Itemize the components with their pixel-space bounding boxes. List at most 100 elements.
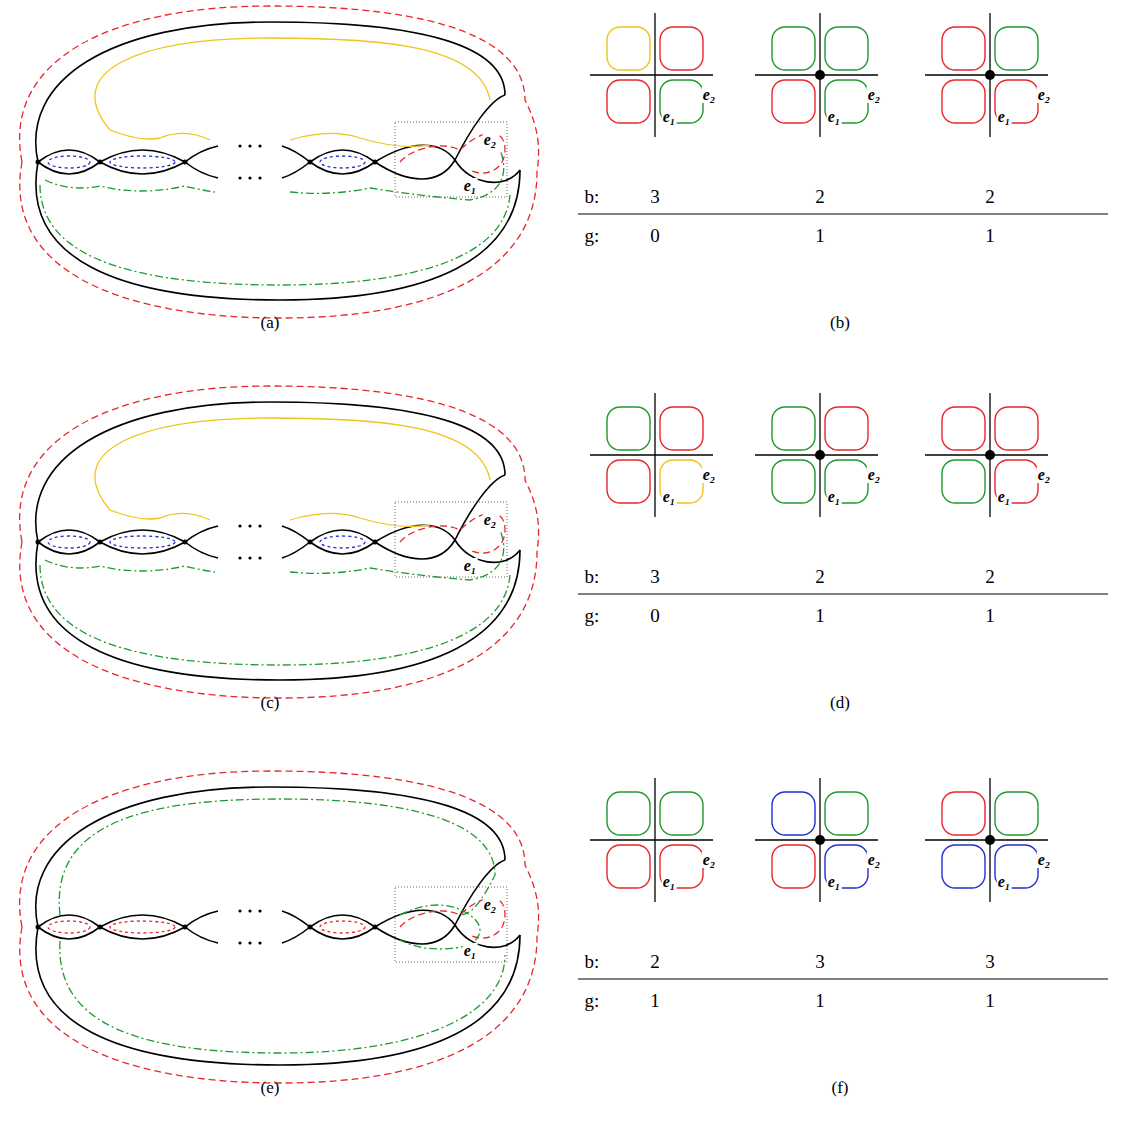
vertex [36, 160, 41, 165]
ellipsis-dot [248, 144, 251, 147]
edge-label: e₁ [662, 489, 677, 505]
boundary-loop [110, 156, 175, 168]
edge-label: e₂ [702, 852, 717, 868]
curve [375, 525, 520, 562]
vertex-dot [985, 835, 995, 845]
curve [60, 941, 505, 1053]
zoom-box [395, 122, 507, 197]
ellipsis-dot [248, 909, 251, 912]
local-picture [755, 393, 878, 517]
face-loop [660, 792, 703, 835]
edge-label: e₂ [867, 467, 882, 483]
curve [95, 418, 490, 526]
table-cell: 3 [815, 952, 825, 971]
edge-label: e₁ [463, 558, 478, 574]
curve [282, 526, 310, 558]
table-cell: 1 [985, 991, 995, 1010]
panel-caption: (c) [261, 694, 280, 711]
local-picture [590, 778, 713, 902]
vertex [36, 925, 41, 930]
face-loop [942, 845, 985, 888]
curve [375, 145, 520, 182]
curve [20, 771, 539, 1083]
curve [20, 386, 539, 698]
edge-label: e₂ [867, 87, 882, 103]
edge-label: e₂ [702, 87, 717, 103]
table-cell: b: [585, 952, 600, 971]
face-loop [942, 27, 985, 70]
edge-line [590, 454, 713, 455]
curve [185, 146, 218, 178]
table-cell: g: [585, 226, 600, 245]
edge-label: e₁ [662, 874, 677, 890]
edge-line [654, 778, 655, 902]
table-cell: 1 [650, 991, 660, 1010]
table-cell: 1 [815, 226, 825, 245]
boundary-loop [110, 921, 175, 933]
curve [282, 911, 310, 943]
vertex [183, 925, 188, 930]
boundary-loop [48, 921, 90, 933]
face-loop [660, 407, 703, 450]
panel-caption: (e) [261, 1079, 280, 1096]
panel-caption: (b) [830, 314, 850, 331]
table-rule [578, 979, 1108, 980]
surface-graph [20, 6, 539, 318]
edge-label: e₂ [867, 852, 882, 868]
table-cell: 1 [815, 606, 825, 625]
table-cell: 0 [650, 606, 660, 625]
face-loop [942, 792, 985, 835]
ellipsis-dot [238, 176, 241, 179]
edge-label: e₁ [827, 874, 842, 890]
curve [20, 6, 539, 318]
table-cell: 1 [985, 226, 995, 245]
edge-label: e₁ [463, 178, 478, 194]
vertex [183, 160, 188, 165]
edge-label: e₁ [997, 109, 1012, 125]
face-loop [607, 27, 650, 70]
ellipsis-dot [238, 144, 241, 147]
table-cell: b: [585, 187, 600, 206]
curve [40, 565, 510, 665]
zoom-box [395, 887, 507, 962]
panel-caption: (f) [832, 1079, 849, 1096]
vertex [98, 160, 103, 165]
vertex [308, 540, 313, 545]
edge-line [590, 74, 713, 75]
edge-label: e₁ [997, 874, 1012, 890]
face-loop [995, 407, 1038, 450]
curve [36, 787, 505, 927]
face-loop [607, 80, 650, 123]
local-picture [925, 13, 1048, 137]
face-loop [660, 27, 703, 70]
curve [310, 150, 375, 174]
curve [40, 185, 510, 285]
vertex-dot [985, 70, 995, 80]
curve [375, 475, 505, 559]
curve [100, 150, 185, 174]
ellipsis-dot [248, 556, 251, 559]
vertex [373, 540, 378, 545]
edge-label: e₂ [1037, 87, 1052, 103]
local-picture [925, 393, 1048, 517]
table-cell: 1 [985, 606, 995, 625]
edge-label: e₂ [1037, 852, 1052, 868]
edge-line [654, 393, 655, 517]
edge-label: e₁ [827, 109, 842, 125]
edge-label: e₂ [483, 512, 498, 528]
face-loop [772, 407, 815, 450]
ellipsis-dot [258, 909, 261, 912]
curve [36, 542, 520, 680]
ellipsis-dot [258, 556, 261, 559]
face-loop [772, 80, 815, 123]
face-loop [607, 407, 650, 450]
curve [38, 915, 100, 939]
ellipsis-dot [238, 556, 241, 559]
vertex [36, 540, 41, 545]
curve [282, 146, 310, 178]
vertex [98, 540, 103, 545]
edge-line [590, 839, 713, 840]
vertex [308, 925, 313, 930]
